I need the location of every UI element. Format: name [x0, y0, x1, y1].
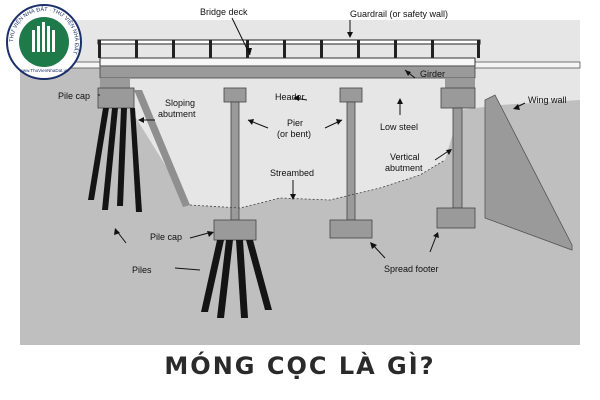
label-sloping-1: Sloping — [165, 98, 195, 108]
label-pier-1: Pier — [287, 118, 303, 128]
right-end-cap — [440, 87, 476, 109]
pile-cap-left — [97, 87, 135, 109]
end-seat-left — [100, 78, 130, 88]
header-1 — [223, 87, 247, 103]
label-spread-footer: Spread footer — [384, 264, 439, 274]
spread-footer-middle — [329, 219, 373, 239]
label-sloping-2: abutment — [158, 109, 196, 119]
header-2 — [339, 87, 363, 103]
label-streambed: Streambed — [270, 168, 314, 178]
label-vertical-2: abutment — [385, 163, 423, 173]
label-header: Header — [275, 92, 305, 102]
logo: THƯ VIỆN NHÀ ĐẤT · THƯ VIỆN NHÀ ĐẤT www.… — [6, 4, 82, 80]
label-guardrail: Guardrail (or safety wall) — [350, 9, 448, 19]
page-caption: MÓNG CỌC LÀ GÌ? — [164, 352, 436, 380]
label-wing-wall: Wing wall — [528, 95, 567, 105]
arrowheads — [114, 32, 520, 249]
vertical-abutment — [452, 107, 463, 209]
approach-road-right — [469, 61, 581, 69]
bottom-piles — [201, 240, 272, 318]
label-pile-cap-top: Pile cap — [58, 91, 90, 101]
label-bridge-deck: Bridge deck — [200, 7, 248, 17]
label-vertical-1: Vertical — [390, 152, 420, 162]
guardrail — [97, 39, 481, 58]
girder — [99, 65, 476, 79]
label-piles: Piles — [132, 265, 152, 275]
sloping-abutment — [134, 90, 190, 207]
pier-2 — [346, 101, 356, 221]
ground — [20, 68, 580, 345]
wing-wall — [484, 94, 573, 251]
pier-1 — [230, 101, 240, 221]
logo-url: www.ThuVienNhaDat.vn — [20, 68, 69, 73]
pile-cap-bottom — [213, 219, 257, 241]
spread-footer-right — [436, 207, 476, 229]
bridge-deck — [99, 57, 476, 67]
label-pier-2: (or bent) — [277, 129, 311, 139]
left-piles — [88, 108, 142, 212]
label-pile-cap-bottom: Pile cap — [150, 232, 182, 242]
logo-building-icon — [32, 22, 55, 52]
label-girder: Girder — [420, 69, 445, 79]
label-low-steel: Low steel — [380, 122, 418, 132]
streambed-line — [189, 159, 446, 209]
end-seat-right — [445, 78, 475, 88]
